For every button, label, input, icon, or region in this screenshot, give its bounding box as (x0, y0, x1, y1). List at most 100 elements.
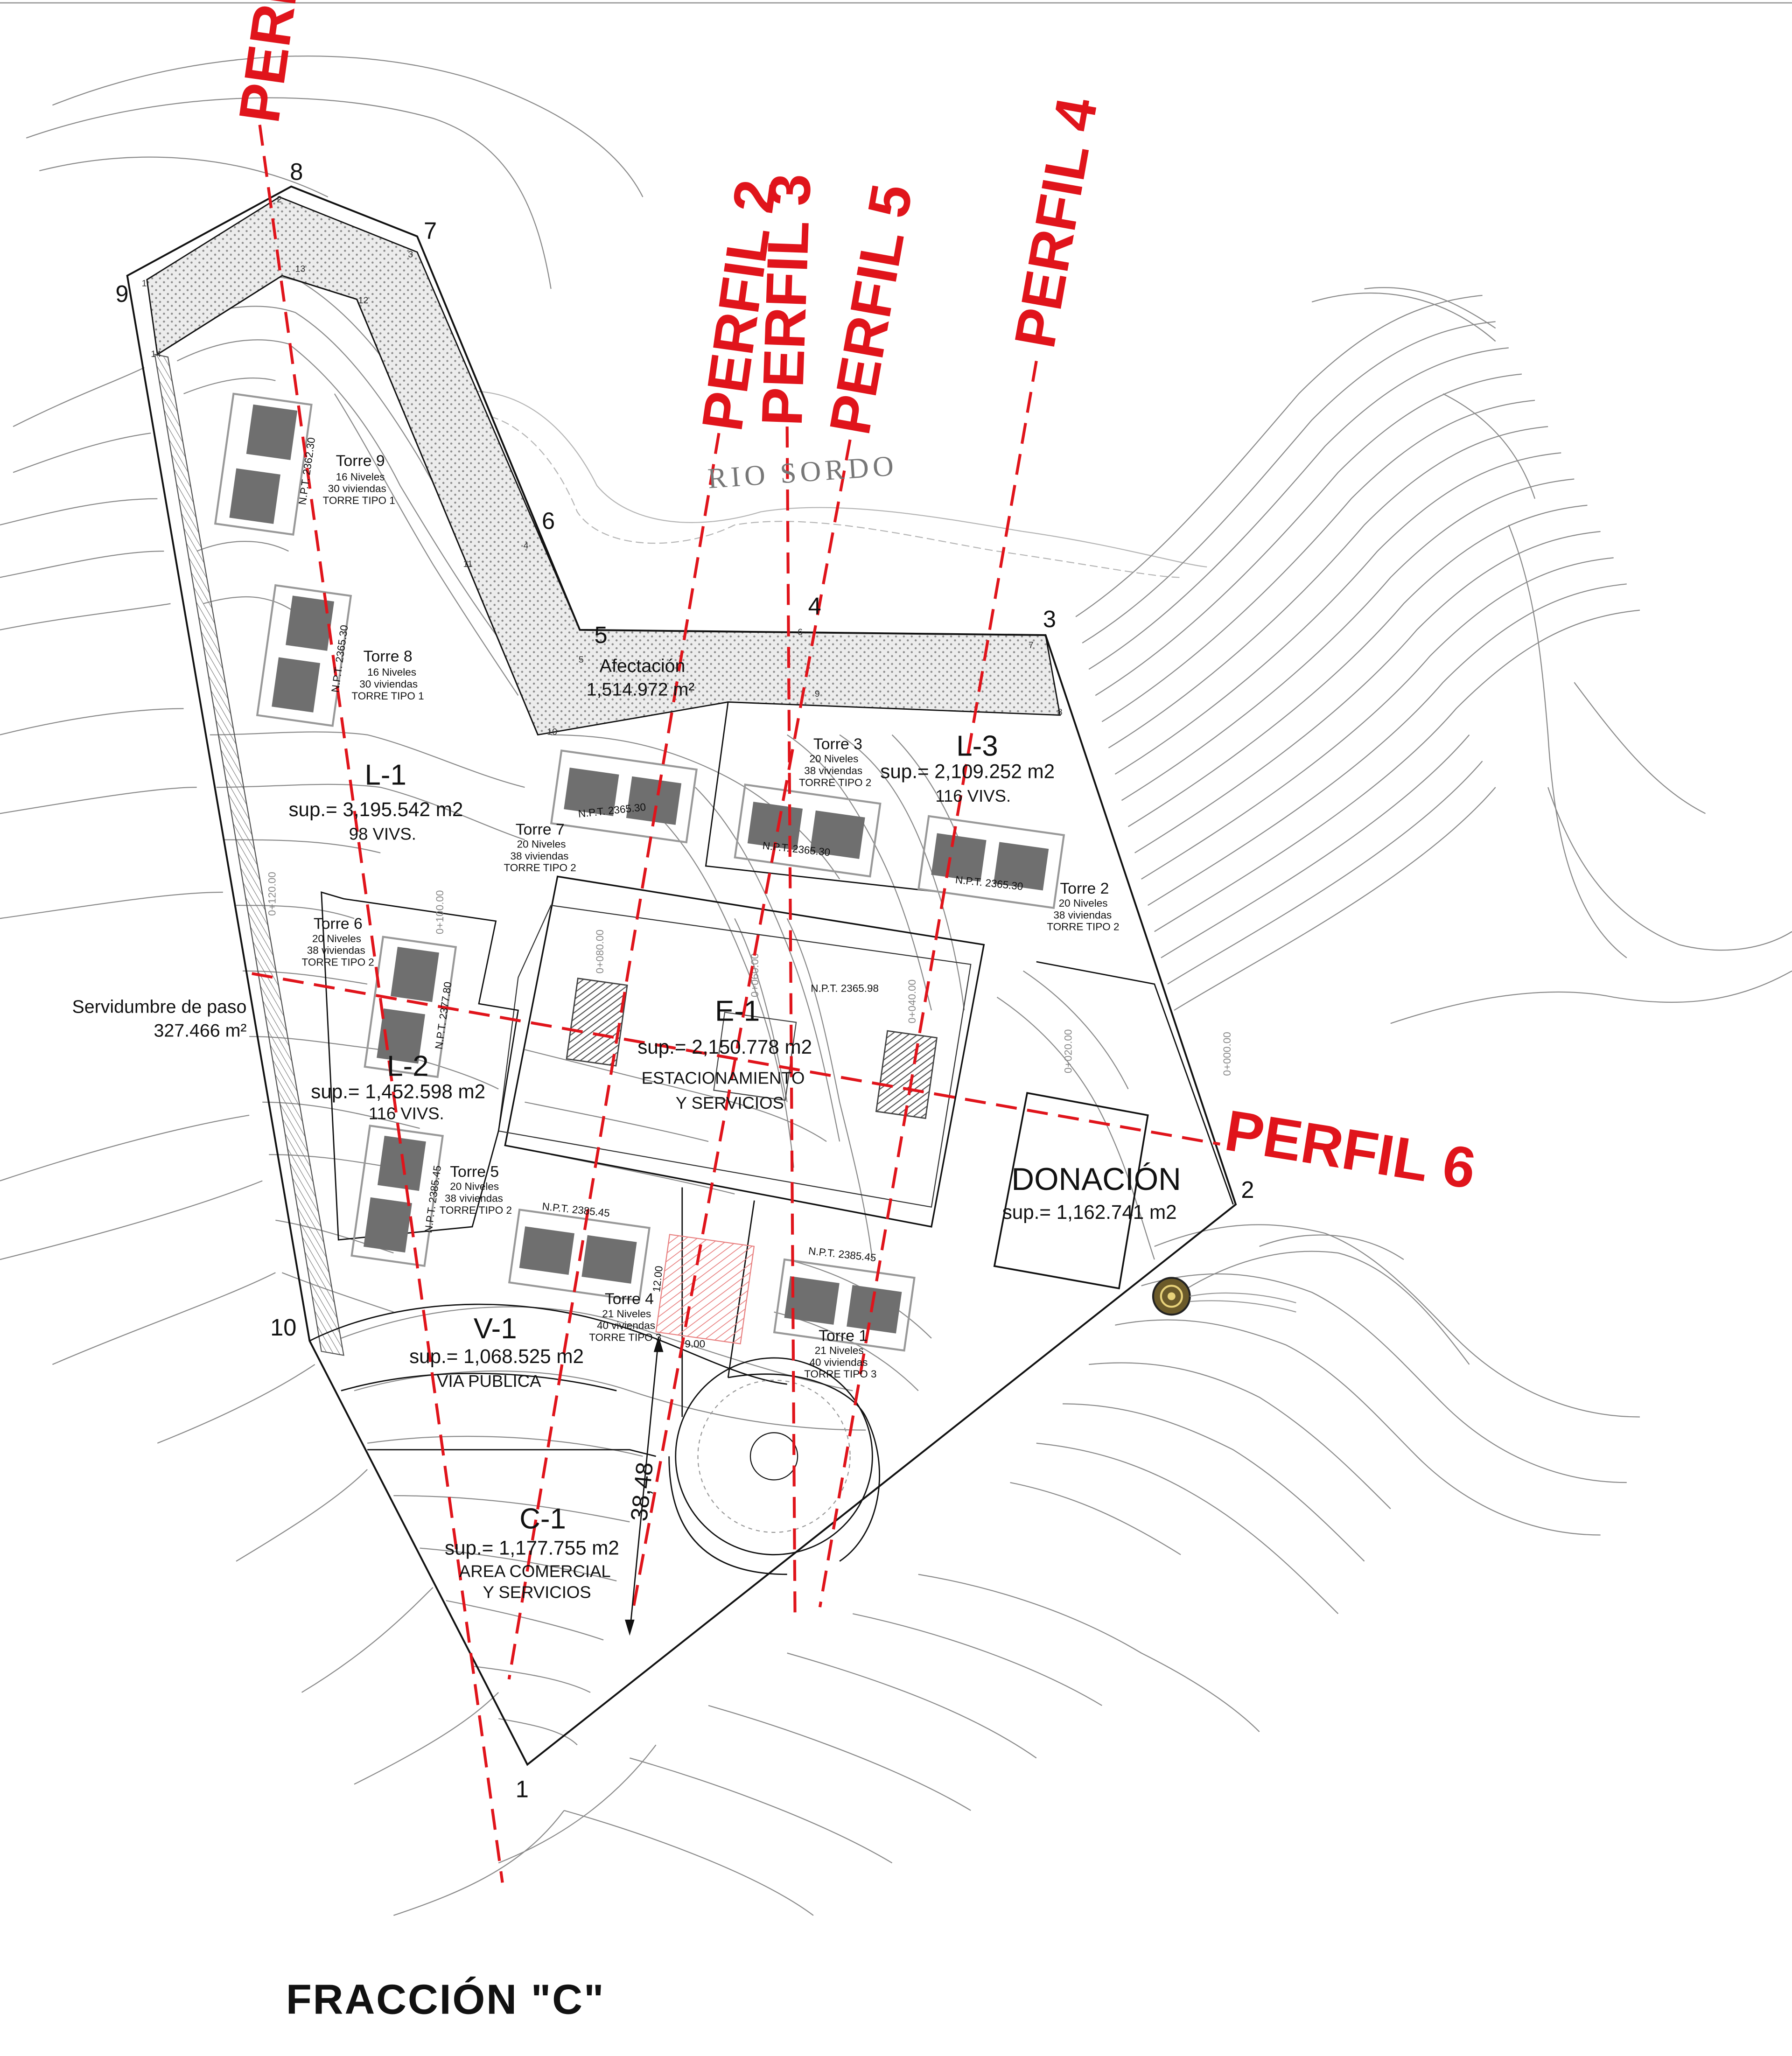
point-9: 9 (815, 689, 820, 699)
t4-viv: 40 viviendas (597, 1320, 655, 1331)
t2-viv: 38 viviendas (1053, 909, 1112, 921)
point-6: 6 (798, 627, 803, 637)
t5-name: Torre 5 (450, 1163, 499, 1181)
t3-name: Torre 3 (813, 735, 862, 753)
t7-niveles: 20 Niveles (517, 838, 566, 850)
t1-npt: N.P.T. 2385.45 (808, 1245, 877, 1264)
vertex-3: 3 (1043, 606, 1056, 632)
t7-tipo: TORRE TIPO 2 (504, 862, 576, 874)
l2-sup: sup.= 1,452.598 m2 (311, 1080, 485, 1102)
afectacion-name: Afectación (600, 656, 686, 676)
t6-name: Torre 6 (314, 915, 363, 933)
lot-l2-outline (321, 891, 519, 1241)
v1-name: V-1 (474, 1313, 517, 1345)
v1-sup: sup.= 1,068.525 m2 (409, 1345, 584, 1367)
perfil-3-line (785, 427, 797, 1614)
servidumbre-strip (154, 354, 344, 1356)
t1-niveles: 21 Niveles (815, 1345, 864, 1357)
t5-niveles: 20 Niveles (450, 1181, 499, 1192)
t9-tipo: TORRE TIPO 1 (323, 495, 395, 506)
station-20: 0+020.00 (1063, 1029, 1074, 1073)
t8-viv: 30 viviendas (359, 678, 418, 690)
t4-name: Torre 4 (605, 1290, 654, 1308)
t7-viv: 38 viviendas (511, 850, 569, 862)
t5-tipo: TORRE TIPO 2 (440, 1204, 512, 1216)
t4-npt: N.P.T. 2385.45 (541, 1200, 610, 1219)
point-7: 7 (1029, 640, 1034, 650)
l2-vivs: 116 VIVS. (369, 1104, 444, 1123)
dimension-38-48-label: 38,48 (625, 1461, 658, 1523)
t2-name: Torre 2 (1060, 880, 1109, 897)
dimension-38-48 (625, 1336, 664, 1636)
l1-sup: sup.= 3,195.542 m2 (288, 798, 463, 820)
t8-name: Torre 8 (364, 647, 413, 665)
t6-npt: N.P.T. 2377.80 (433, 981, 454, 1050)
point-4: 4 (524, 541, 529, 551)
l1-vivs: 98 VIVS. (349, 825, 416, 844)
vertex-2: 2 (1241, 1176, 1254, 1203)
tower-3-footprint (734, 783, 882, 878)
point-12: 12 (358, 295, 368, 306)
e1-use2: Y SERVICIOS (676, 1093, 784, 1112)
c1-use1: AREA COMERCIAL (459, 1561, 611, 1580)
point-3: 3 (408, 249, 413, 259)
perfil-4-line (818, 361, 1038, 1608)
t3-tipo: TORRE TIPO 2 (799, 776, 871, 788)
vertex-1: 1 (516, 1776, 529, 1803)
t3-niveles: 20 Niveles (809, 753, 858, 765)
perfil-1-label: PERFIL 1 (227, 0, 326, 126)
t9-niveles: 16 Niveles (336, 471, 385, 483)
vertex-10: 10 (270, 1314, 296, 1341)
t6-viv: 38 viviendas (307, 944, 365, 956)
t8-niveles: 16 Niveles (367, 666, 416, 678)
perfil-2-line (507, 433, 721, 1680)
t9-npt: N.P.T. 2362.30 (296, 437, 317, 506)
t6-niveles: 20 Niveles (312, 933, 361, 944)
perfil-5-label: PERFIL 5 (818, 180, 925, 439)
tower-7-footprint (550, 749, 698, 844)
t2-tipo: TORRE TIPO 2 (1047, 921, 1119, 933)
station-0: 0+000.00 (1221, 1032, 1233, 1076)
c1-use2: Y SERVICIOS (483, 1582, 591, 1601)
e1-sup: sup.= 2,150.778 m2 (637, 1036, 812, 1058)
servidumbre-name: Servidumbre de paso (72, 997, 247, 1017)
vertex-6: 6 (542, 507, 555, 534)
perfil-3-label: PERFIL 3 (750, 173, 823, 427)
l3-vivs: 116 VIVS. (935, 786, 1011, 805)
ramp-hatch (655, 1234, 755, 1344)
perfil-4-label: PERFIL 4 (1002, 93, 1110, 353)
afectacion-area: 1,514.972 m² (587, 679, 695, 699)
donacion-name: DONACIÓN (1011, 1162, 1181, 1197)
donacion-sup: sup.= 1,162.741 m2 (1002, 1201, 1177, 1223)
page-title: FRACCIÓN "C" (286, 1976, 605, 2023)
station-labels: 0+000.00 0+020.00 0+040.00 0+060.00 0+08… (266, 872, 1233, 1076)
dimension-12-label: 12.00 (651, 1265, 665, 1293)
t1-viv: 40 viviendas (809, 1357, 868, 1368)
t2-niveles: 20 Niveles (1059, 897, 1108, 909)
tower-1-footprint (773, 1258, 916, 1352)
e1-structure-left (566, 978, 628, 1067)
c1-name: C-1 (519, 1503, 566, 1535)
point-8: 8 (1057, 707, 1063, 718)
landmark-icon (1152, 1277, 1296, 1316)
tower-8-footprint (256, 584, 352, 727)
servidumbre-area: 327.466 m² (154, 1020, 246, 1041)
t1-tipo: TORRE TIPO 3 (804, 1368, 876, 1380)
e1-structure-right (875, 1030, 938, 1119)
v1-use1: VIA PUBLICA (437, 1371, 541, 1391)
e1-use1: ESTACIONAMIENTO (642, 1068, 805, 1087)
c1-sup: sup.= 1,177.755 m2 (445, 1537, 619, 1559)
e1-name: E-1 (715, 995, 760, 1028)
lot-e1-outline (504, 875, 985, 1228)
towers (214, 392, 1296, 1352)
perfil-6-line (252, 972, 1220, 1146)
t4-tipo: TORRE TIPO 3 (589, 1331, 661, 1343)
perfil-5-line (630, 439, 852, 1614)
donacion-box (993, 1092, 1149, 1290)
perfil-1-line (258, 125, 504, 1883)
point-2: 2 (277, 194, 282, 204)
station-120: 0+120.00 (266, 872, 278, 916)
t9-viv: 30 viviendas (328, 483, 386, 495)
perfil-6-label: PERFIL 6 (1221, 1098, 1480, 1201)
